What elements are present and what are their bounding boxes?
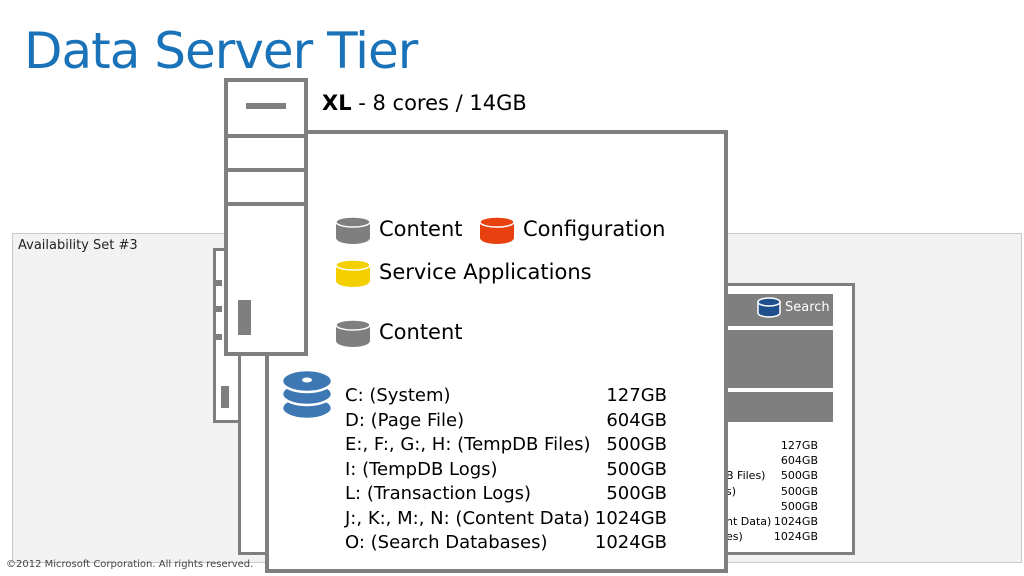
page-title: Data Server Tier	[24, 22, 418, 80]
drive-name: D: (Page File)	[345, 409, 465, 431]
drive-name: E:, F:, G:, H: (TempDB Files)	[345, 434, 591, 455]
content-db-label: Content	[379, 217, 463, 241]
search-database-icon	[757, 297, 781, 318]
copyright-notice: ©2012 Microsoft Corporation. All rights …	[6, 559, 254, 570]
tower-divider	[228, 168, 304, 172]
back-drive-size: 500GB	[780, 469, 818, 483]
drive-size: 500GB	[606, 483, 667, 504]
server-tower	[224, 78, 308, 356]
back-drive-size: 127GB	[780, 439, 818, 452]
back-drive-size: 604GB	[780, 454, 818, 468]
drive-size: 127GB	[606, 385, 667, 406]
back-server-tick	[216, 306, 222, 312]
service-applications-db-label: Service Applications	[379, 260, 592, 284]
drive-size: 1024GB	[594, 532, 667, 553]
drive-size: 500GB	[606, 458, 667, 480]
drive-size: 604GB	[606, 409, 667, 431]
configuration-db-label: Configuration	[523, 217, 666, 241]
back-card-band	[728, 392, 833, 422]
drive-name: J:, K:, M:, N: (Content Data)	[345, 507, 590, 529]
back-drive-size: 500GB	[780, 484, 818, 498]
back-drive-name: s)	[726, 484, 737, 498]
search-label: Search	[785, 300, 830, 315]
back-server-tick	[216, 280, 222, 286]
tower-indicator-bar	[238, 300, 251, 335]
back-server-bar	[221, 386, 229, 408]
content-database-icon	[335, 216, 371, 244]
tower-divider	[228, 134, 304, 138]
availability-set-label: Availability Set #3	[18, 238, 138, 253]
back-card-band	[728, 330, 833, 388]
drive-name: O: (Search Databases)	[345, 532, 548, 553]
drive-name: C: (System)	[345, 385, 451, 406]
content-database-icon	[335, 319, 371, 347]
back-drive-name: es)	[726, 530, 743, 544]
back-server-tick	[216, 334, 222, 340]
tower-divider	[228, 202, 304, 206]
configuration-database-icon	[479, 216, 515, 244]
server-spec: XL - 8 cores / 14GB	[322, 91, 527, 115]
service-applications-database-icon	[335, 259, 371, 287]
tower-drive-slot	[246, 103, 286, 109]
drive-name: I: (TempDB Logs)	[345, 458, 498, 480]
drive-name: L: (Transaction Logs)	[345, 483, 532, 504]
back-drive-size: 500GB	[780, 499, 818, 513]
content-db-label-secondary: Content	[379, 320, 463, 344]
back-drive-name: nt Data)	[726, 515, 772, 528]
drive-size: 500GB	[606, 434, 667, 455]
back-drive-size: 1024GB	[773, 515, 818, 528]
back-drive-size: 1024GB	[773, 530, 818, 544]
server-size: XL	[322, 91, 352, 115]
server-cores-memory: - 8 cores / 14GB	[351, 91, 527, 115]
back-drive-name: B Files)	[726, 469, 766, 483]
disk-stack-icon	[280, 368, 334, 421]
drive-size: 1024GB	[594, 507, 667, 529]
